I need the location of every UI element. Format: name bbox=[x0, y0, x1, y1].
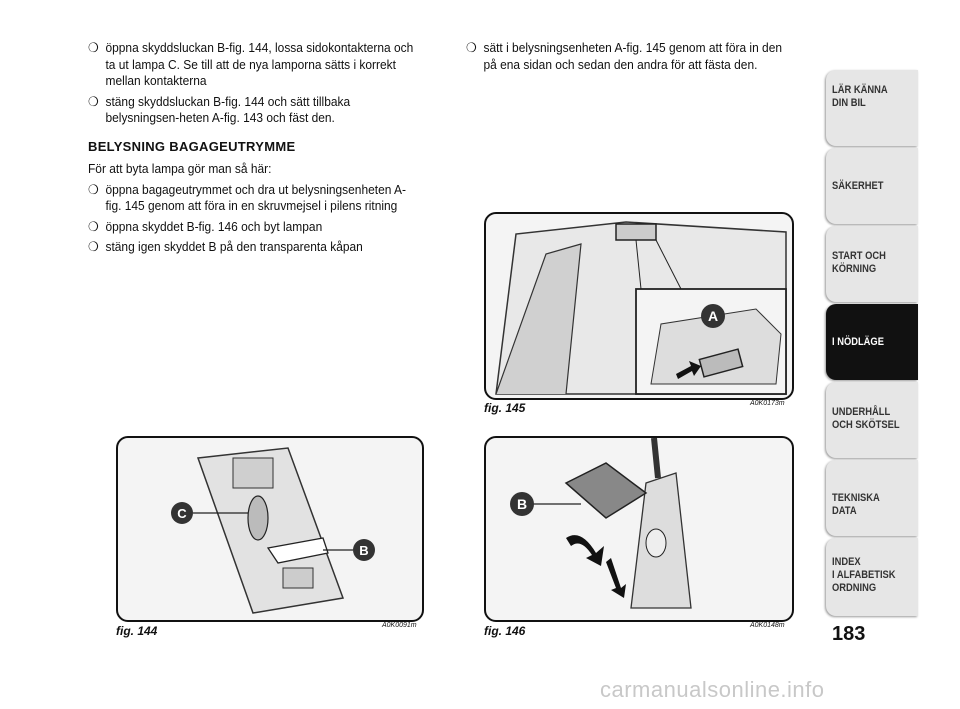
bullet-item: ❍ stäng skyddsluckan B-fig. 144 och sätt … bbox=[88, 94, 417, 127]
right-column: ❍ sätt i belysningsenheten A-fig. 145 gen… bbox=[466, 40, 816, 77]
bullet-mark: ❍ bbox=[88, 40, 99, 55]
fig-146-illustration: B bbox=[510, 438, 692, 609]
fig-145-label-a: A bbox=[708, 308, 718, 324]
tab-label: START OCH bbox=[832, 250, 886, 262]
bullet-mark: ❍ bbox=[88, 239, 99, 254]
page-number: 183 bbox=[832, 623, 866, 645]
fig-144-caption: fig. 144 bbox=[116, 624, 158, 638]
fig-145-caption: fig. 145 bbox=[484, 401, 526, 415]
fig-144-illustration: C B bbox=[171, 447, 375, 614]
bullet-mark: ❍ bbox=[88, 93, 99, 109]
bullet-mark: ❍ bbox=[88, 181, 99, 197]
intro-text: För att byta lampa gör man så här: bbox=[88, 161, 272, 176]
tab-i-nodlage[interactable]: I NÖDLÄGE bbox=[826, 304, 918, 380]
figure-144: C B bbox=[116, 436, 424, 622]
fig-146-code: A0K0148m bbox=[750, 622, 785, 629]
tab-label: KÖRNING bbox=[832, 263, 877, 275]
section-heading: BELYSNING BAGAGEUTRYMME bbox=[88, 138, 296, 154]
bullet-item: ❍ öppna skyddet B-fig. 146 och byt lampan bbox=[88, 219, 417, 236]
watermark: carmanualsonline.info bbox=[600, 677, 825, 702]
tab-tekniska-data[interactable]: TEKNISKA DATA bbox=[826, 460, 918, 536]
bullet-mark: ❍ bbox=[88, 218, 99, 234]
bullet-text: stäng igen skyddet B på den transparenta… bbox=[105, 239, 363, 254]
bullet-text: öppna skyddsluckan B-fig. 144, lossa sid… bbox=[105, 40, 414, 88]
tab-label: LÄR KÄNNA bbox=[832, 84, 888, 96]
figure-145: A bbox=[484, 212, 794, 400]
bullet-item: ❍ stäng igen skyddet B på den transparent… bbox=[88, 239, 417, 256]
bullet-text: sätt i belysningsenheten A-fig. 145 geno… bbox=[483, 40, 783, 72]
figure-146: B bbox=[484, 436, 794, 622]
fig-146-caption: fig. 146 bbox=[484, 624, 526, 638]
bullet-text: stäng skyddsluckan B-fig. 144 och sätt t… bbox=[105, 93, 351, 126]
bullet-text: öppna skyddet B-fig. 146 och byt lampan bbox=[105, 218, 323, 234]
fig-145-illustration: A bbox=[495, 221, 787, 395]
bullet-text: öppna bagageutrymmet och dra ut belysnin… bbox=[105, 181, 407, 214]
fig-144-label-c: C bbox=[177, 506, 187, 521]
tab-label: OCH SKÖTSEL bbox=[832, 419, 900, 431]
fig-145-code: A0K0173m bbox=[750, 400, 785, 407]
fig-144-label-b: B bbox=[359, 543, 368, 558]
tab-label: DIN BIL bbox=[832, 97, 866, 109]
bullet-item: ❍ öppna bagageutrymmet och dra ut belysni… bbox=[88, 182, 417, 215]
fig-146-label-b: B bbox=[517, 496, 527, 512]
bullet-item: ❍ sätt i belysningsenheten A-fig. 145 gen… bbox=[466, 40, 788, 73]
tab-label: SÄKERHET bbox=[832, 180, 884, 192]
bullet-item: ❍ öppna skyddsluckan B-fig. 144, lossa si… bbox=[88, 40, 417, 90]
tab-label: UNDERHÅLL bbox=[832, 406, 891, 418]
tab-sakerhet[interactable]: SÄKERHET bbox=[826, 148, 918, 224]
left-column: ❍ öppna skyddsluckan B-fig. 144, lossa si… bbox=[88, 40, 446, 260]
fig-144-code: A0K0091m bbox=[382, 622, 417, 629]
tab-label: ORDNING bbox=[832, 582, 877, 594]
tab-label: I ALFABETISK bbox=[832, 569, 896, 581]
tab-label: INDEX bbox=[832, 556, 861, 568]
tab-label: I NÖDLÄGE bbox=[832, 336, 884, 348]
bullet-mark: ❍ bbox=[466, 40, 477, 55]
tab-label: TEKNISKA DATA bbox=[832, 492, 880, 517]
